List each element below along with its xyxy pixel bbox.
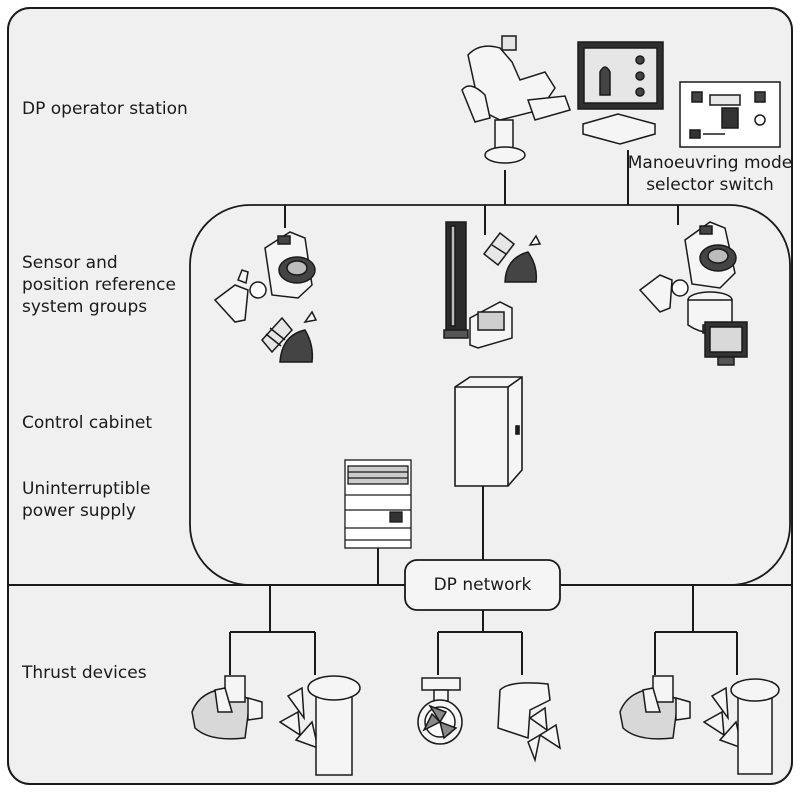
- taut-wire-icon: [443, 221, 469, 339]
- mode-selector-switch-icon: [679, 81, 781, 148]
- mode-selector-label: Manoeuvring mode selector switch: [627, 153, 793, 195]
- operator-station-label: DP operator station: [22, 99, 188, 119]
- control-cabinet-icon: [454, 376, 523, 487]
- wind-sensor-icon: [638, 274, 689, 313]
- console-panel-icon: [577, 41, 664, 145]
- thruster-icon: [191, 675, 263, 740]
- dp-network-node: [404, 559, 561, 611]
- connection-lines: [8, 150, 792, 675]
- thruster-icon: [497, 682, 562, 763]
- thruster-icon: [702, 678, 780, 775]
- thrust-devices-label: Thrust devices: [22, 663, 147, 683]
- console-panel-icon: [469, 301, 513, 349]
- dp-network-label: DP network: [433, 575, 532, 595]
- ups-label: Uninterruptible power supply: [22, 479, 151, 521]
- gyro-compass-icon: [264, 231, 316, 299]
- control-cabinet-label: Control cabinet: [22, 413, 153, 433]
- monitor-icon: [704, 321, 748, 366]
- wind-sensor-icon: [213, 269, 267, 323]
- thruster-icon: [278, 675, 361, 776]
- outer-frame: [7, 7, 793, 785]
- thruster-icon: [417, 677, 463, 745]
- ups-rack-icon: [344, 459, 412, 549]
- gyro-compass-icon: [684, 221, 737, 289]
- gps-antenna-icon: [482, 231, 542, 283]
- thruster-icon: [619, 675, 691, 740]
- sensor-groups-label: Sensor and position reference system gro…: [22, 253, 176, 317]
- gps-antenna-icon: [261, 310, 318, 363]
- operator-chair-icon: [461, 35, 571, 164]
